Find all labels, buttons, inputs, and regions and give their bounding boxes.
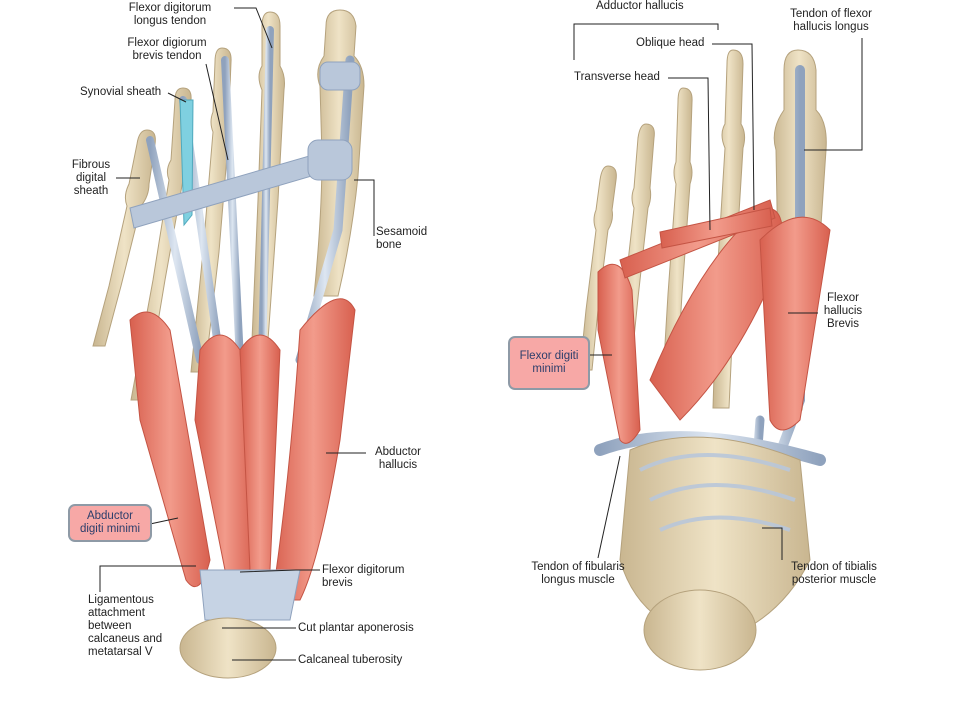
leader-oblique-head	[712, 43, 755, 211]
leader-synovial-sheath	[167, 92, 187, 103]
label-fibularis-longus: Tendon of fibularis longus muscle	[531, 561, 625, 586]
leader-lines	[99, 7, 863, 661]
left-fibrous-sheaths	[129, 61, 361, 229]
right-tarsal-bones	[619, 436, 811, 671]
right-ligaments	[639, 453, 796, 532]
right-muscles	[597, 199, 831, 444]
label-fdl-tendon: Flexor digitorum longus tendon	[128, 2, 212, 27]
label-transverse-head: Transverse head	[574, 71, 660, 83]
label-cut-plantar: Cut plantar aponerosis	[298, 622, 414, 634]
label-flexor-digiti-minimi: Flexor digiti minimi	[508, 336, 590, 390]
leader-fdb-tendon	[205, 63, 229, 161]
right-calcaneus	[643, 589, 757, 671]
leader-adductor-hallucis	[573, 23, 719, 60]
leader-fhl-tendon	[804, 38, 863, 151]
label-sesamoid: Sesamoid bone	[376, 226, 428, 251]
label-fhb: Flexor hallucis Brevis	[823, 292, 863, 330]
label-adductor-hallucis: Adductor hallucis	[596, 0, 684, 12]
leader-sesamoid	[354, 179, 375, 236]
label-fhl-tendon: Tendon of flexor hallucis longus	[790, 8, 872, 33]
leader-fdl-tendon	[234, 7, 273, 49]
label-oblique-head: Oblique head	[636, 37, 705, 49]
label-tibialis-posterior: Tendon of tibialis posterior muscle	[791, 561, 877, 586]
leader-fibularis-longus	[597, 455, 621, 559]
label-ligamentous: Ligamentous attachment between calcaneus…	[88, 594, 163, 658]
label-calcaneal-tuberosity: Calcaneal tuberosity	[298, 654, 403, 666]
leader-tibialis-posterior	[762, 527, 783, 560]
label-abductor-hallucis: Abductor hallucis	[374, 446, 422, 471]
leader-fdb	[239, 569, 320, 573]
leader-transverse-head	[668, 77, 711, 231]
label-fdb: Flexor digitorum brevis	[322, 564, 405, 589]
left-muscles	[129, 298, 356, 601]
leader-abductor-digiti-minimi	[149, 517, 179, 525]
right-foot	[579, 49, 831, 671]
label-fdb-tendon: Flexor digiorum brevis tendon	[127, 37, 207, 62]
label-abductor-digiti-minimi: Abductor digiti minimi	[68, 504, 152, 542]
plantar-aponeurosis	[199, 569, 301, 621]
label-fibrous-sheath: Fibrous digital sheath	[71, 159, 111, 197]
leader-ligamentous	[99, 565, 196, 592]
left-calcaneus	[179, 617, 277, 679]
label-synovial-sheath: Synovial sheath	[80, 86, 162, 98]
